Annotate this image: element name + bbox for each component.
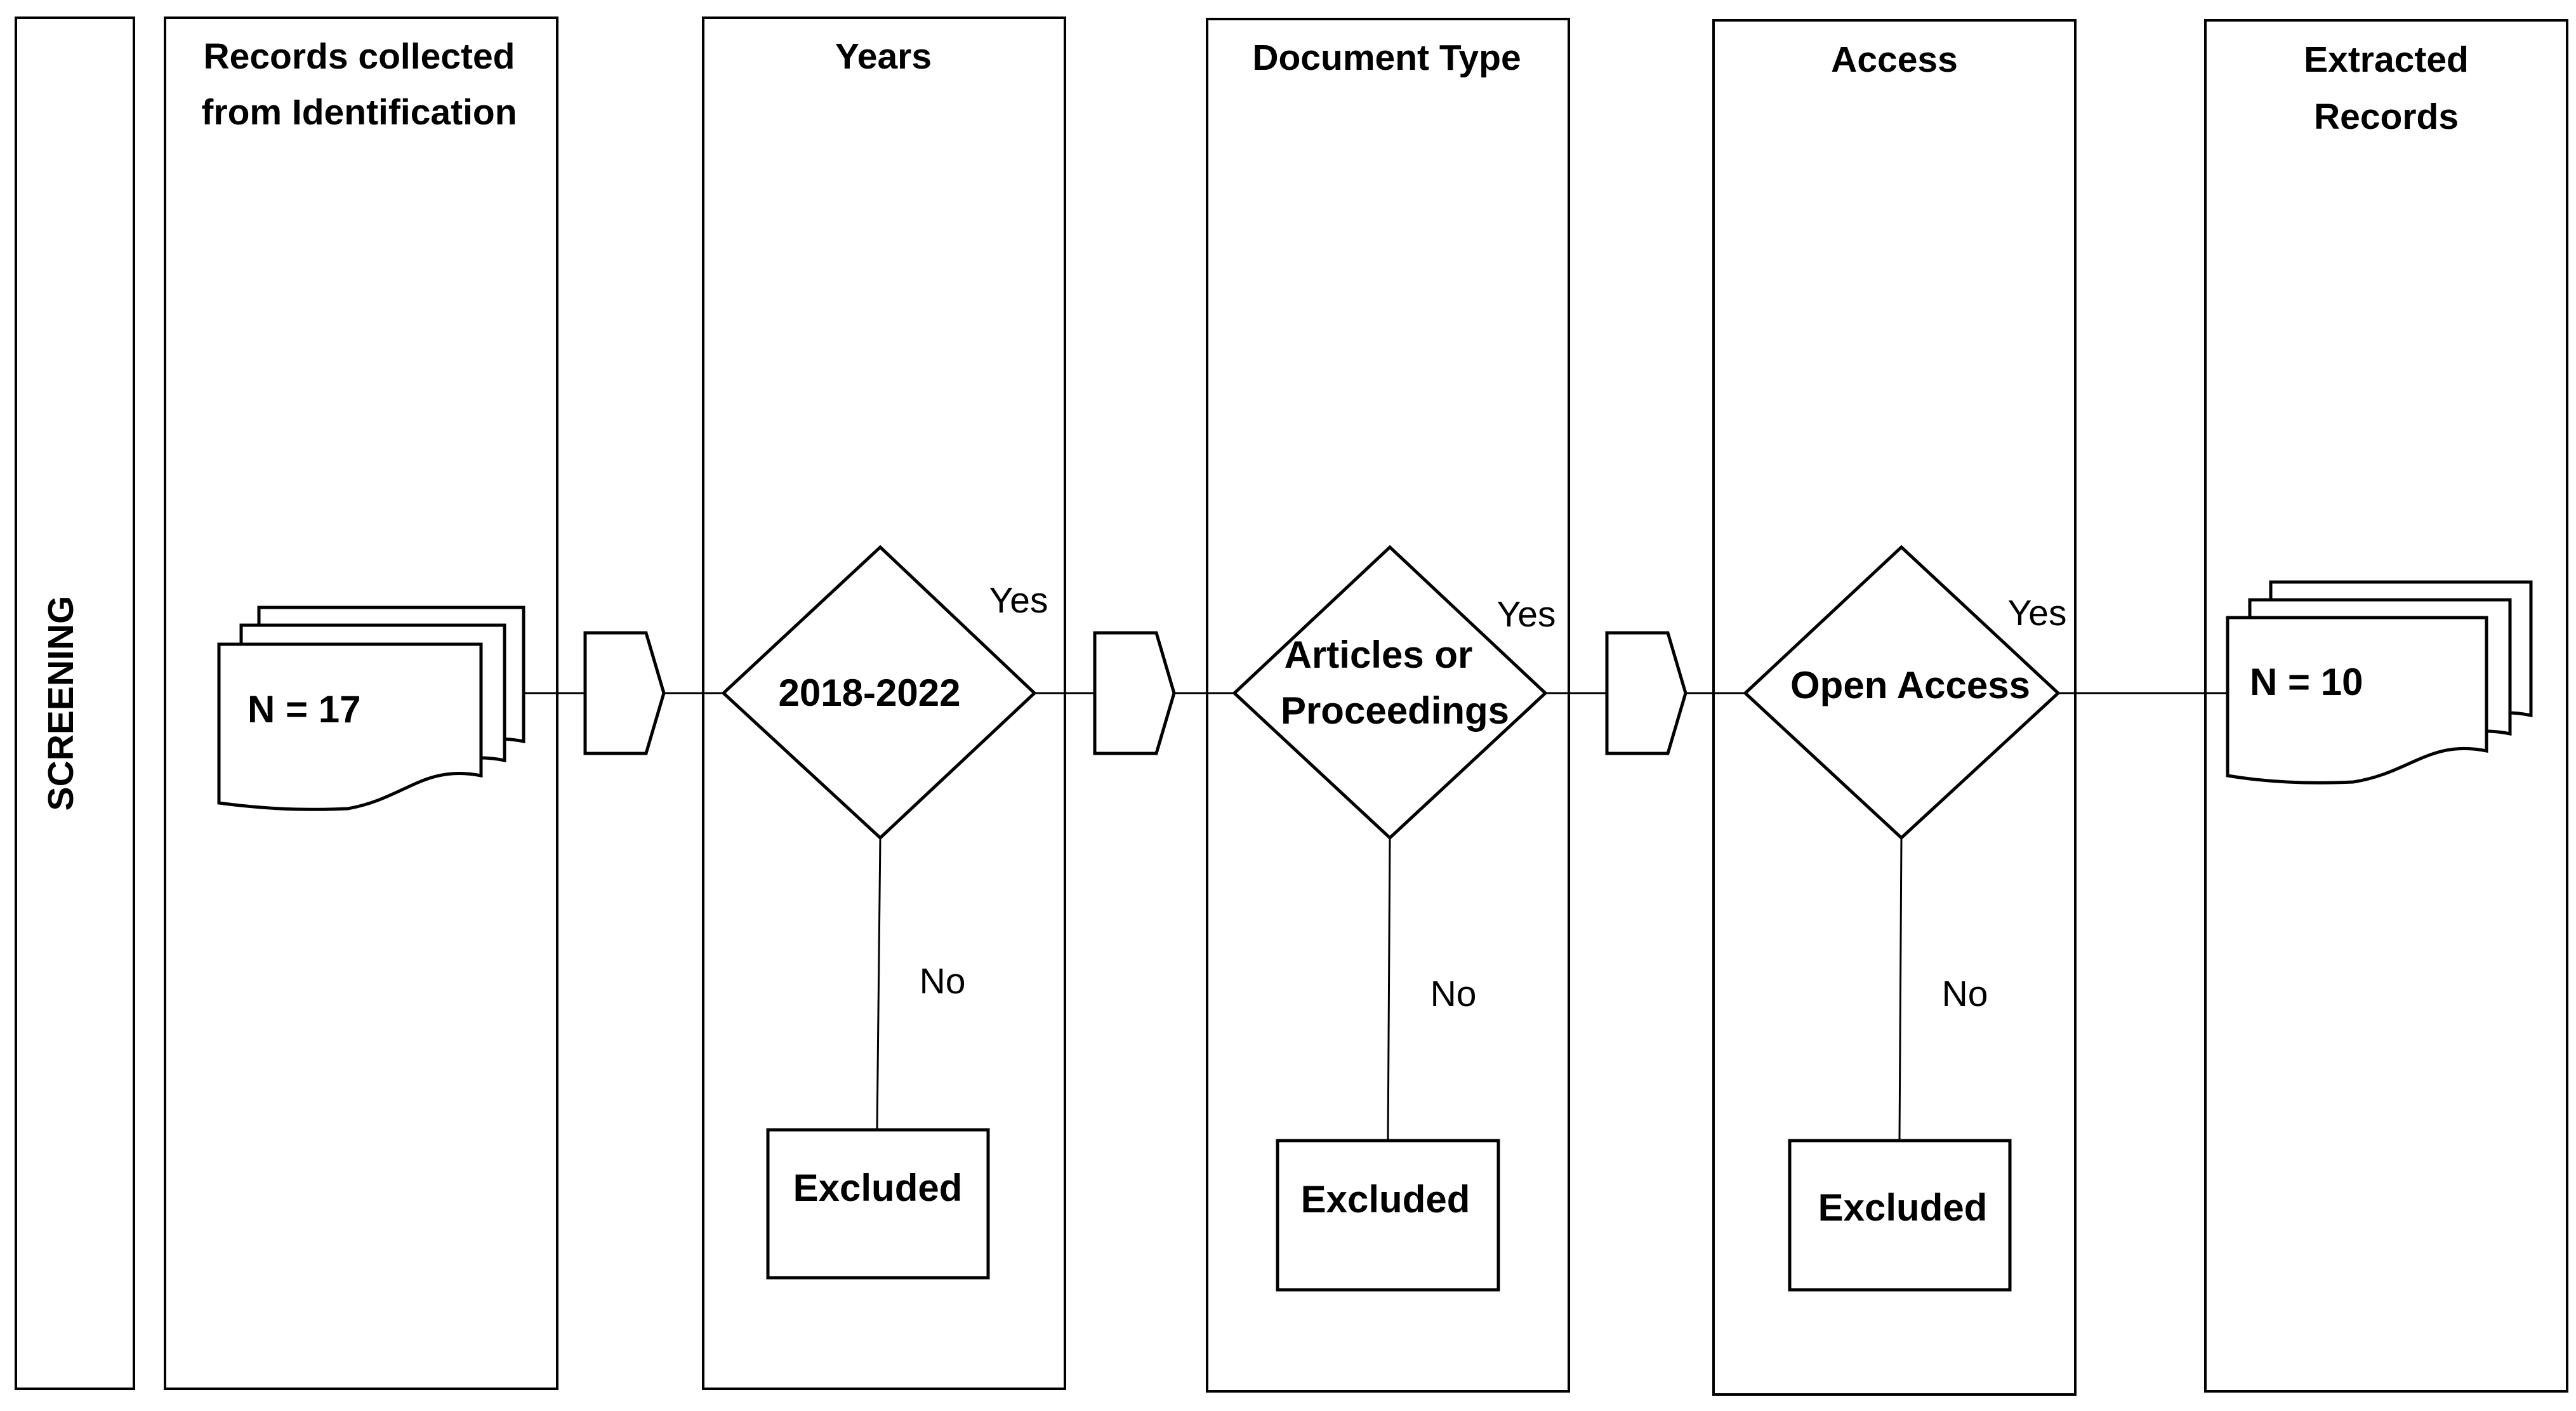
document-type-title: Document Type xyxy=(1252,37,1521,78)
yes-label-doctype: Yes xyxy=(1497,594,1556,635)
extracted-records-title-line1: Extracted xyxy=(2304,39,2469,80)
yes-label-years: Yes xyxy=(989,580,1048,621)
no-branch-years xyxy=(876,837,882,1130)
doctype-decision xyxy=(1232,545,1548,840)
start-records-document xyxy=(217,606,525,811)
doctype-decision-label-line2: Proceedings xyxy=(1281,689,1509,732)
connector-1 xyxy=(583,631,666,755)
excluded-access-label: Excluded xyxy=(1818,1186,1988,1229)
years-decision xyxy=(721,545,1037,840)
connector-3 xyxy=(1605,631,1688,755)
screening-lane xyxy=(15,17,135,1390)
extracted-records-title-line2: Records xyxy=(2314,96,2459,137)
connector-2 xyxy=(1093,631,1176,755)
no-branch-access xyxy=(1898,837,1903,1141)
end-records-label: N = 10 xyxy=(2250,661,2363,703)
excluded-years-label: Excluded xyxy=(793,1167,963,1209)
records-collected-title-line2: from Identification xyxy=(201,92,517,133)
excluded-access-box xyxy=(1788,1139,2012,1292)
access-decision xyxy=(1743,545,2061,840)
no-label-access: No xyxy=(1942,974,1988,1014)
access-title: Access xyxy=(1831,39,1958,80)
doctype-decision-label-line1: Articles or xyxy=(1285,633,1473,676)
excluded-years-box xyxy=(766,1128,990,1280)
records-collected-title-line1: Records collected xyxy=(203,36,515,77)
years-decision-label: 2018-2022 xyxy=(779,672,961,714)
yes-label-access: Yes xyxy=(2008,593,2067,633)
no-label-years: No xyxy=(920,961,966,1002)
screening-label: SCREENING xyxy=(41,596,81,811)
excluded-doctype-box xyxy=(1276,1139,1500,1292)
no-branch-doctype xyxy=(1387,837,1391,1141)
start-records-label: N = 17 xyxy=(248,688,360,731)
end-records-document xyxy=(2226,580,2533,785)
access-decision-label: Open Access xyxy=(1790,664,2030,706)
no-label-doctype: No xyxy=(1430,974,1477,1014)
excluded-doctype-label: Excluded xyxy=(1301,1178,1470,1221)
years-title: Years xyxy=(835,36,932,77)
